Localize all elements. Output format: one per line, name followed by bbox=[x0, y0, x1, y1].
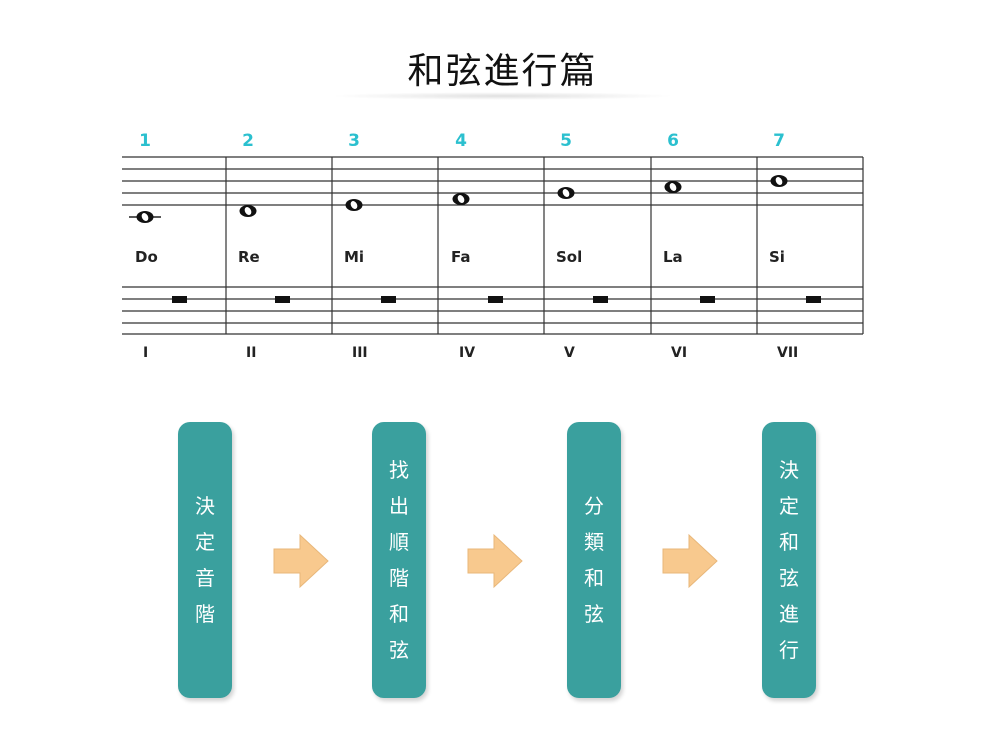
step-char: 弦 bbox=[779, 566, 799, 590]
whole-note-mi bbox=[345, 199, 363, 211]
whole-rest bbox=[806, 296, 821, 303]
right-arrow-icon bbox=[273, 533, 329, 589]
step-char: 決 bbox=[195, 494, 215, 518]
roman-numeral-label: I bbox=[143, 345, 148, 361]
roman-numeral-label: III bbox=[352, 345, 368, 361]
roman-numeral-label: II bbox=[246, 345, 256, 361]
step-char: 音 bbox=[195, 566, 215, 590]
step-char: 和 bbox=[389, 602, 409, 626]
notes bbox=[129, 175, 788, 223]
whole-note-do bbox=[136, 211, 154, 223]
step-char: 出 bbox=[389, 494, 409, 518]
whole-rest bbox=[488, 296, 503, 303]
step-char: 決 bbox=[779, 458, 799, 482]
treble-staff-lines bbox=[122, 156, 863, 206]
page-title: 和弦進行篇 bbox=[407, 51, 598, 92]
bass-staff-lines bbox=[122, 286, 863, 335]
scale-degree-label: 1 bbox=[139, 131, 151, 151]
step-char: 定 bbox=[195, 530, 215, 554]
process-step-3: 分類和弦 bbox=[567, 422, 621, 698]
step-char: 行 bbox=[779, 638, 799, 662]
step-char: 順 bbox=[389, 530, 409, 554]
scale-degree-label: 4 bbox=[455, 131, 467, 151]
roman-numeral-label: VI bbox=[671, 345, 687, 361]
whole-note-la bbox=[664, 181, 682, 193]
scale-degree-label: 2 bbox=[242, 131, 254, 151]
whole-note-fa bbox=[452, 193, 470, 205]
step-char: 類 bbox=[584, 530, 604, 554]
whole-note-sol bbox=[557, 187, 575, 199]
solfege-label: Si bbox=[769, 248, 785, 266]
step-char: 找 bbox=[389, 458, 409, 482]
whole-rest bbox=[700, 296, 715, 303]
whole-note-si bbox=[770, 175, 788, 187]
scale-degree-label: 3 bbox=[348, 131, 360, 151]
step-char: 弦 bbox=[584, 602, 604, 626]
step-char: 分 bbox=[584, 494, 604, 518]
barlines bbox=[225, 157, 864, 334]
whole-rest bbox=[593, 296, 608, 303]
whole-note-re bbox=[239, 205, 257, 217]
step-char: 和 bbox=[584, 566, 604, 590]
roman-numeral-label: VII bbox=[777, 345, 798, 361]
step-char: 進 bbox=[779, 602, 799, 626]
scale-degree-label: 5 bbox=[560, 131, 572, 151]
roman-numeral-label: IV bbox=[459, 345, 475, 361]
right-arrow-icon bbox=[662, 533, 718, 589]
step-char: 定 bbox=[779, 494, 799, 518]
step-char: 和 bbox=[779, 530, 799, 554]
solfege-label: La bbox=[663, 248, 683, 266]
whole-rest bbox=[275, 296, 290, 303]
scale-degree-label: 7 bbox=[773, 131, 785, 151]
title-shadow bbox=[330, 92, 675, 100]
roman-numeral-label: V bbox=[564, 345, 575, 361]
whole-rest bbox=[172, 296, 187, 303]
process-step-2: 找出順階和弦 bbox=[372, 422, 426, 698]
step-char: 階 bbox=[389, 566, 409, 590]
solfege-label: Mi bbox=[344, 248, 364, 266]
step-char: 弦 bbox=[389, 638, 409, 662]
step-char: 階 bbox=[195, 602, 215, 626]
solfege-label: Fa bbox=[451, 248, 471, 266]
scale-degree-label: 6 bbox=[667, 131, 679, 151]
rests bbox=[172, 296, 821, 303]
solfege-label: Do bbox=[135, 248, 158, 266]
solfege-label: Sol bbox=[556, 248, 582, 266]
whole-rest bbox=[381, 296, 396, 303]
right-arrow-icon bbox=[467, 533, 523, 589]
process-step-4: 決定和弦進行 bbox=[762, 422, 816, 698]
solfege-label: Re bbox=[238, 248, 260, 266]
process-step-1: 決定音階 bbox=[178, 422, 232, 698]
